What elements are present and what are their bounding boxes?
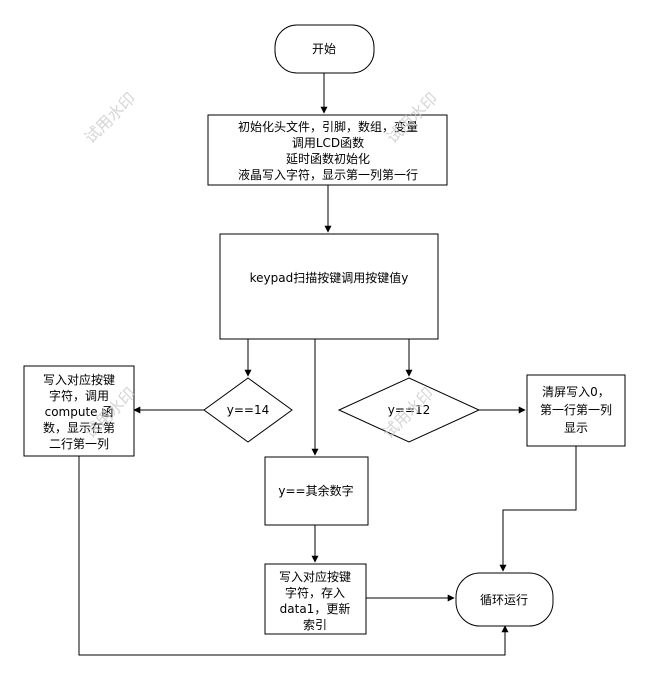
action14-line-5: 二行第一列 bbox=[49, 437, 109, 451]
init-line-2: 调用LCD函数 bbox=[292, 135, 364, 150]
start-node: 开始 bbox=[274, 24, 375, 74]
edge-action12-loop bbox=[499, 446, 577, 572]
actionother-line-1: 写入对应按键 bbox=[279, 569, 351, 584]
init-line-3: 延时函数初始化 bbox=[286, 151, 370, 166]
connectors bbox=[78, 73, 577, 656]
actionother-line-2: 字符，存入 bbox=[285, 585, 345, 600]
loop-node: 循环运行 bbox=[455, 572, 554, 627]
action14-box: 写入对应按键 字符，调用 compute 函 数，显示在第 二行第一列 bbox=[23, 365, 135, 457]
cond14-diamond: y==14 bbox=[203, 377, 293, 443]
otherdigit-box: y==其余数字 bbox=[264, 456, 369, 526]
cond12-label: y==12 bbox=[388, 403, 430, 417]
action14-line-4: 数，显示在第 bbox=[43, 420, 115, 435]
init-box: 初始化头文件，引脚，数组，变量 调用LCD函数 延时函数初始化 液晶写入字符，显… bbox=[207, 114, 448, 186]
init-line-4: 液晶写入字符，显示第一列第一行 bbox=[238, 167, 418, 182]
loop-label: 循环运行 bbox=[480, 593, 528, 607]
scan-box: keypad扫描按键调用按键值y bbox=[219, 233, 439, 340]
cond14-label: y==14 bbox=[227, 403, 269, 417]
actionother-line-3: data1，更新 bbox=[280, 601, 351, 616]
actionother-line-4: 索引 bbox=[303, 618, 327, 632]
edge-action14-loop bbox=[78, 456, 509, 656]
actionother-box: 写入对应按键 字符，存入 data1，更新 索引 bbox=[264, 563, 367, 635]
action12-line-1: 清屏写入0， bbox=[542, 385, 610, 399]
otherdigit-label: y==其余数字 bbox=[278, 483, 353, 498]
action14-line-3: compute 函 bbox=[45, 405, 114, 419]
cond12-diamond: y==12 bbox=[337, 377, 481, 443]
action12-box: 清屏写入0， 第一行第一列 显示 bbox=[526, 374, 626, 447]
action14-line-1: 写入对应按键 bbox=[43, 372, 115, 387]
action12-line-3: 显示 bbox=[564, 421, 588, 435]
start-label: 开始 bbox=[312, 42, 336, 56]
scan-label: keypad扫描按键调用按键值y bbox=[250, 270, 409, 285]
init-line-1: 初始化头文件，引脚，数组，变量 bbox=[238, 119, 418, 134]
action14-line-2: 字符，调用 bbox=[49, 388, 109, 403]
watermark-1: 试用水印 bbox=[81, 89, 140, 148]
action12-line-2: 第一行第一列 bbox=[540, 403, 612, 417]
